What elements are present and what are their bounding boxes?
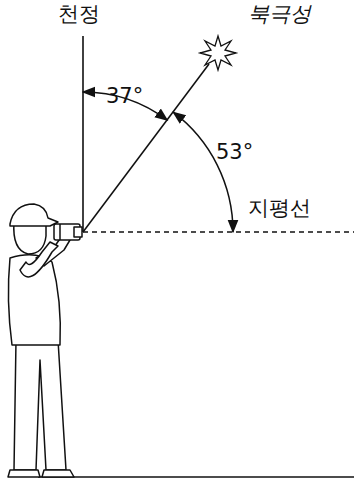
angle-arc [173, 112, 233, 232]
zenith-label: 천정 [56, 2, 102, 26]
observer-figure [8, 204, 82, 477]
angle-label: 37° [104, 84, 145, 108]
sight-line [83, 64, 209, 232]
horizon-line [83, 231, 354, 232]
star-label: 북극성 [246, 2, 313, 26]
zenith-line [82, 36, 84, 232]
horizon-label: 지평선 [246, 196, 313, 220]
star-symbol [200, 36, 236, 70]
angle-label: 53° [214, 140, 255, 164]
ground-line [38, 476, 354, 478]
